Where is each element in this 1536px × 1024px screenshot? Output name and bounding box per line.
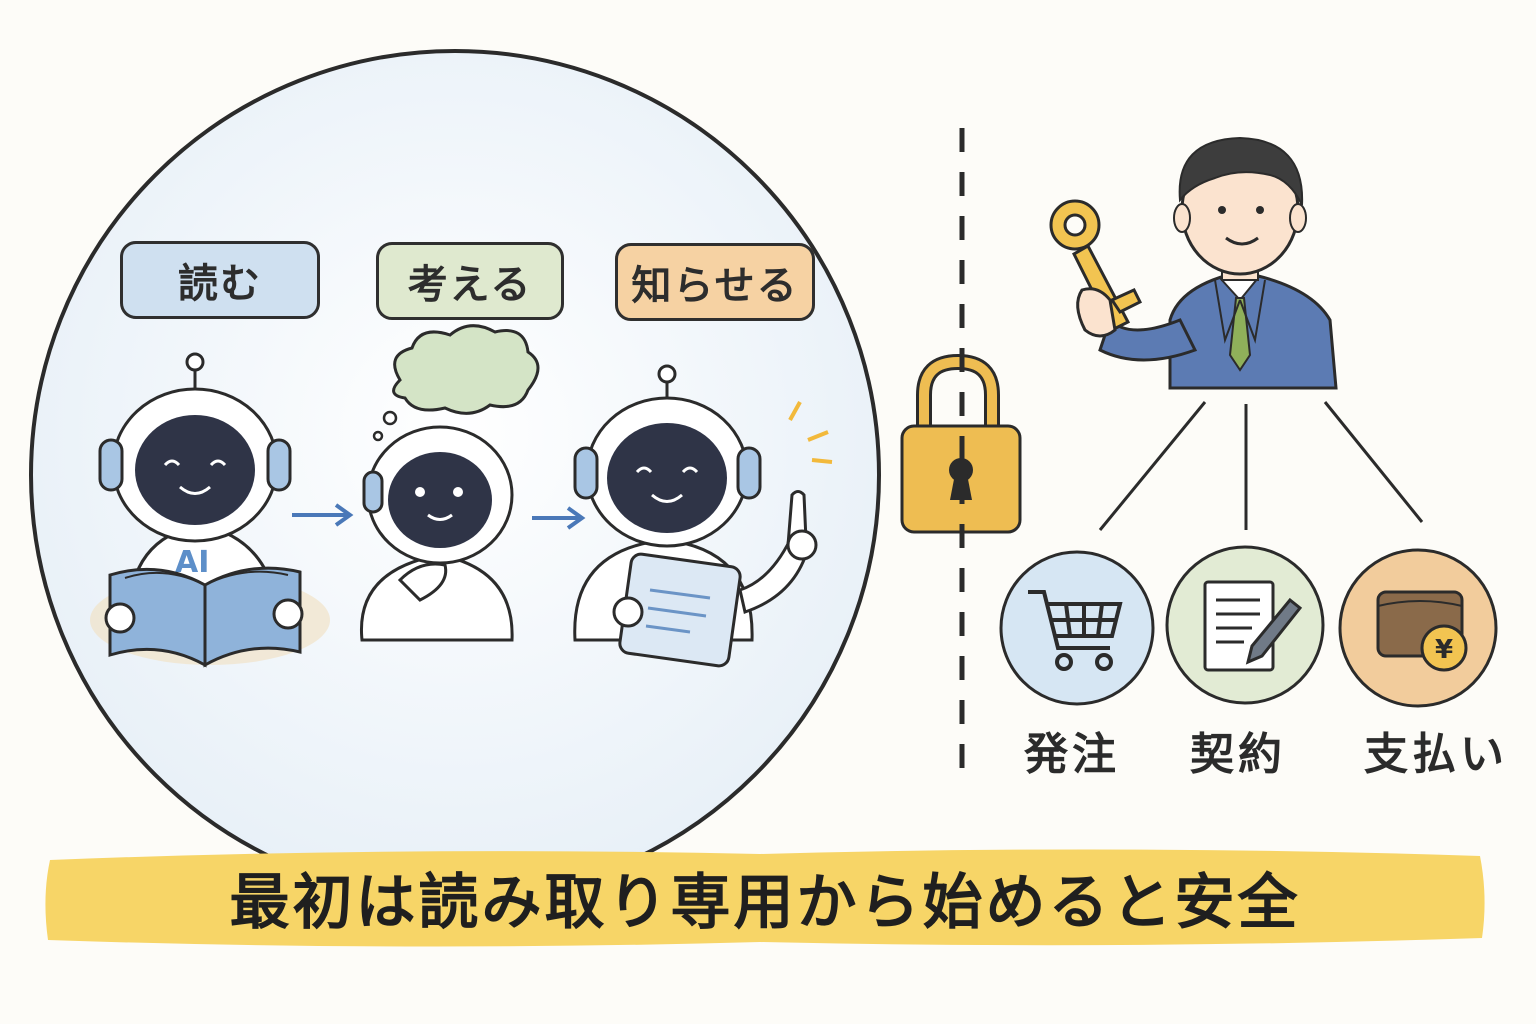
contract-pen-icon [1203, 580, 1303, 672]
padlock-icon [900, 353, 1022, 534]
step-notify-bg [615, 243, 815, 321]
thought-cloud [392, 324, 540, 415]
banner-message: 最初は読み取り専用から始めると安全 [229, 867, 1301, 938]
flow-arrow-2 [532, 506, 586, 530]
robot-reading: AI [90, 352, 330, 668]
permission-connectors [1098, 401, 1424, 531]
action-label-contract: 契約 [1190, 729, 1286, 780]
step-label-read: 読む [120, 241, 320, 319]
robot-thinking [359, 324, 540, 642]
step-label-notify: 知らせる [615, 243, 815, 321]
step-think-bg [376, 242, 564, 320]
flow-arrow-1 [292, 503, 354, 527]
step-read-bg [120, 241, 320, 319]
banner-highlight [45, 849, 1485, 947]
action-label-order: 発注 [1024, 729, 1120, 780]
order-circle [999, 550, 1155, 706]
yen-symbol: ¥ [1435, 635, 1453, 665]
wallet-yen-icon: ¥ [1376, 590, 1468, 672]
robot-notifying [573, 364, 833, 668]
shopping-cart-icon [1028, 590, 1123, 671]
step-label-think: 考える [376, 242, 564, 320]
human-with-key [1049, 136, 1338, 390]
action-label-payment: 支払い [1364, 729, 1508, 780]
